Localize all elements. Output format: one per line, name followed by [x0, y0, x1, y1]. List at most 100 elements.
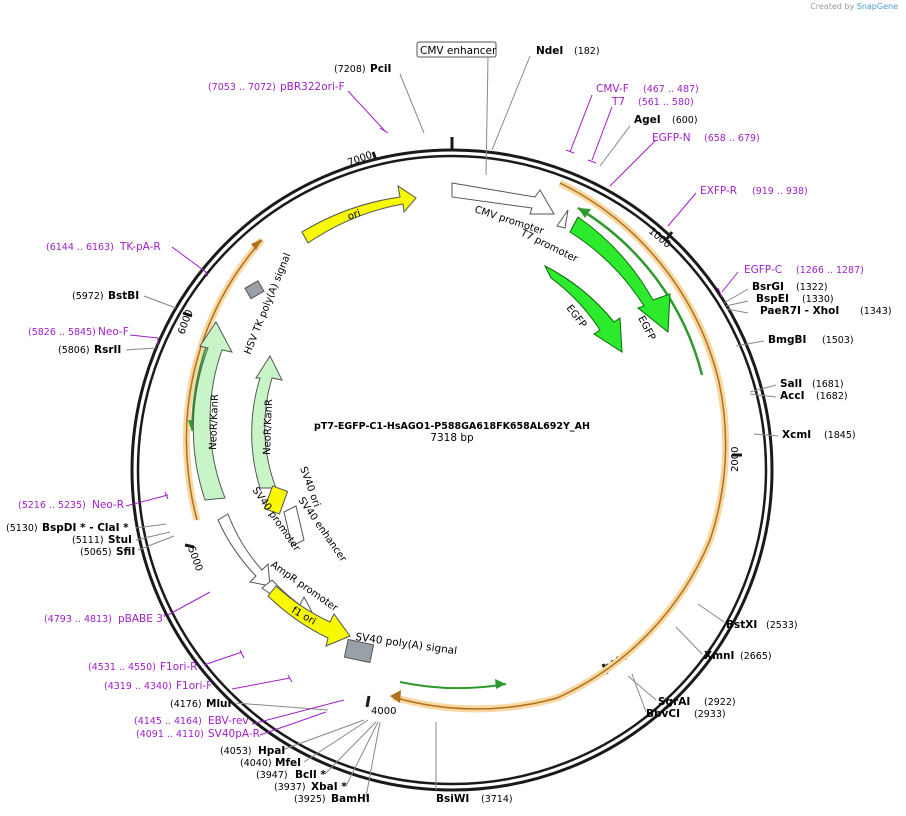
enzyme-rsrii-pos: (5806) — [58, 345, 90, 356]
egfp-strand-arc — [577, 206, 704, 376]
primer-tk-pa-r[interactable]: TK-pA-R — [119, 241, 161, 253]
enzyme-sgrai-pos: (2922) — [704, 697, 736, 708]
enzyme-paer7i-xhoi[interactable]: PaeR7I - XhoI — [760, 305, 839, 317]
enzyme-stui-pos: (5111) — [72, 535, 104, 546]
enzyme-xcmi[interactable]: XcmI — [782, 429, 811, 441]
enzyme-leaders — [125, 55, 779, 798]
enzyme-bstxi[interactable]: BstXI — [726, 619, 757, 631]
sv40-enhancer-arrow — [283, 505, 305, 547]
sv40-polya-box — [343, 638, 375, 664]
primer-t7[interactable]: T7 — [611, 96, 625, 108]
backbone-inner — [136, 154, 768, 786]
enzyme-mlui[interactable]: MluI — [206, 698, 231, 710]
primer-tk-pa-r-pos: (6144 .. 6163) — [46, 242, 114, 253]
enzyme-bspdi-clai-pos: (5130) — [6, 523, 38, 534]
enzyme-pcii[interactable]: PciI — [370, 63, 391, 75]
enzyme-bsiwi[interactable]: BsiWI — [436, 793, 469, 805]
primer-egfp-c-pos: (1266 .. 1287) — [796, 265, 864, 276]
enzyme-stui[interactable]: StuI — [108, 534, 132, 546]
cmv-promoter-arrow — [451, 182, 555, 215]
snapgene-credit: Created by SnapGene — [810, 2, 898, 11]
enzyme-bspdi-clai[interactable]: BspDI * - ClaI * — [42, 522, 129, 534]
sv40-enhancer-label: SV40 enhancer — [296, 495, 349, 564]
hsv-tk-polya-box — [244, 280, 265, 300]
primer-f1ori-r-pos: (4531 .. 4550) — [88, 662, 156, 673]
enzyme-bbvci[interactable]: BbvCI — [646, 708, 680, 720]
enzyme-acci[interactable]: AccI — [780, 390, 804, 402]
primer-pbr322ori-f[interactable]: pBR322ori-F — [280, 81, 345, 93]
enzyme-sgrai[interactable]: SgrAI — [658, 696, 690, 708]
enzyme-bsiwi-pos: (3714) — [481, 794, 513, 805]
enzyme-xbai-pos: (3937) — [274, 782, 306, 793]
enzyme-bspei[interactable]: BspEI — [756, 293, 789, 305]
neor-arrow-outer — [192, 321, 233, 501]
enzyme-bmgbi[interactable]: BmgBI — [768, 334, 806, 346]
tick-label-5000: 5000 — [185, 545, 204, 573]
enzyme-xmni[interactable]: XmnI — [704, 650, 734, 662]
enzyme-bcli[interactable]: BclI * — [295, 769, 326, 781]
primer-sv40pa-r[interactable]: SV40pA-R — [208, 728, 260, 740]
enzyme-sfii[interactable]: SfiI — [116, 546, 135, 558]
enzyme-bamhi[interactable]: BamHI — [331, 793, 370, 805]
enzyme-bsrgi[interactable]: BsrGI — [752, 281, 784, 293]
primer-f1ori-r[interactable]: F1ori-R — [160, 661, 197, 673]
tick-label-2000: 2000 — [730, 447, 741, 472]
bottom-green-arc — [399, 681, 507, 690]
enzyme-hpai[interactable]: HpaI — [258, 745, 285, 757]
t7-promoter-arrow — [556, 209, 569, 229]
primer-f1ori-f-pos: (4319 .. 4340) — [104, 681, 172, 692]
primer-t7-pos: (561 .. 580) — [638, 97, 694, 108]
orf-arrowhead — [390, 690, 401, 703]
enzyme-xmni-pos: (2665) — [740, 651, 772, 662]
primer-leaders — [125, 90, 739, 736]
enzyme-bspei-pos: (1330) — [802, 294, 834, 305]
primer-f1ori-f[interactable]: F1ori-F — [176, 680, 212, 692]
ori-arrow — [301, 184, 417, 244]
enzyme-sali[interactable]: SalI — [780, 378, 802, 390]
enzyme-paer7i-xhoi-pos: (1343) — [860, 306, 892, 317]
enzyme-mlui-pos: (4176) — [170, 699, 202, 710]
egfp-arrow-outer — [569, 216, 671, 333]
enzyme-bstxi-pos: (2533) — [766, 620, 798, 631]
enzyme-bstbi[interactable]: BstBI — [108, 290, 139, 302]
enzyme-bsrgi-pos: (1322) — [796, 282, 828, 293]
enzyme-bcli-pos: (3947) — [256, 770, 288, 781]
enzyme-mfei[interactable]: MfeI — [275, 757, 301, 769]
neor-label-inner: NeoR/KanR — [262, 399, 275, 455]
enzyme-bbvci-pos: (2933) — [694, 709, 726, 720]
primer-neo-f-pos: (5826 .. 5845) — [28, 327, 96, 338]
ori-label: ori — [346, 208, 362, 223]
primer-pbabe-3-pos: (4793 .. 4813) — [44, 614, 112, 625]
enzyme-mfei-pos: (4040) — [240, 758, 272, 769]
primer-neo-f[interactable]: Neo-F — [98, 326, 129, 338]
primer-neo-r[interactable]: Neo-R — [92, 499, 124, 511]
primer-egfp-n-pos: (658 .. 679) — [704, 133, 760, 144]
enzyme-rsrii[interactable]: RsrII — [94, 344, 121, 356]
snapgene-logo: SnapGene — [856, 2, 898, 11]
orf-egfp-ago1 — [392, 179, 730, 713]
primer-pbabe-3[interactable]: pBABE 3' — [118, 613, 166, 625]
enzyme-bstbi-pos: (5972) — [72, 291, 104, 302]
hsv-tk-polya-label: HSV TK poly(A) signal — [243, 252, 294, 357]
enzyme-xbai[interactable]: XbaI * — [311, 781, 347, 793]
enzyme-agei[interactable]: AgeI — [634, 114, 661, 126]
neor-label-outer: NeoR/KanR — [208, 394, 221, 450]
primer-egfp-c[interactable]: EGFP-C — [744, 264, 782, 276]
enzyme-acci-pos: (1682) — [816, 391, 848, 402]
enzyme-ndei[interactable]: NdeI — [536, 45, 563, 57]
primer-exfp-r[interactable]: EXFP-R — [700, 185, 737, 197]
egfp-arrow-inner — [543, 264, 623, 353]
neor-arrow-inner — [251, 354, 283, 489]
primer-egfp-n[interactable]: EGFP-N — [652, 132, 691, 144]
primer-cmv-f[interactable]: CMV-F — [596, 83, 629, 95]
enzyme-xcmi-pos: (1845) — [824, 430, 856, 441]
primer-sv40pa-r-pos: (4091 .. 4110) — [136, 729, 204, 740]
sv40-ori-box — [263, 485, 289, 515]
enzyme-sfii-pos: (5065) — [80, 547, 112, 558]
enzyme-bamhi-pos: (3925) — [294, 794, 326, 805]
enzyme-sali-pos: (1681) — [812, 379, 844, 390]
sv40-promoter-arrow — [217, 513, 271, 587]
primer-ebv-rev[interactable]: EBV-rev — [208, 715, 249, 727]
plasmid-length: 7318 bp — [430, 432, 474, 444]
enzyme-bmgbi-pos: (1503) — [822, 335, 854, 346]
